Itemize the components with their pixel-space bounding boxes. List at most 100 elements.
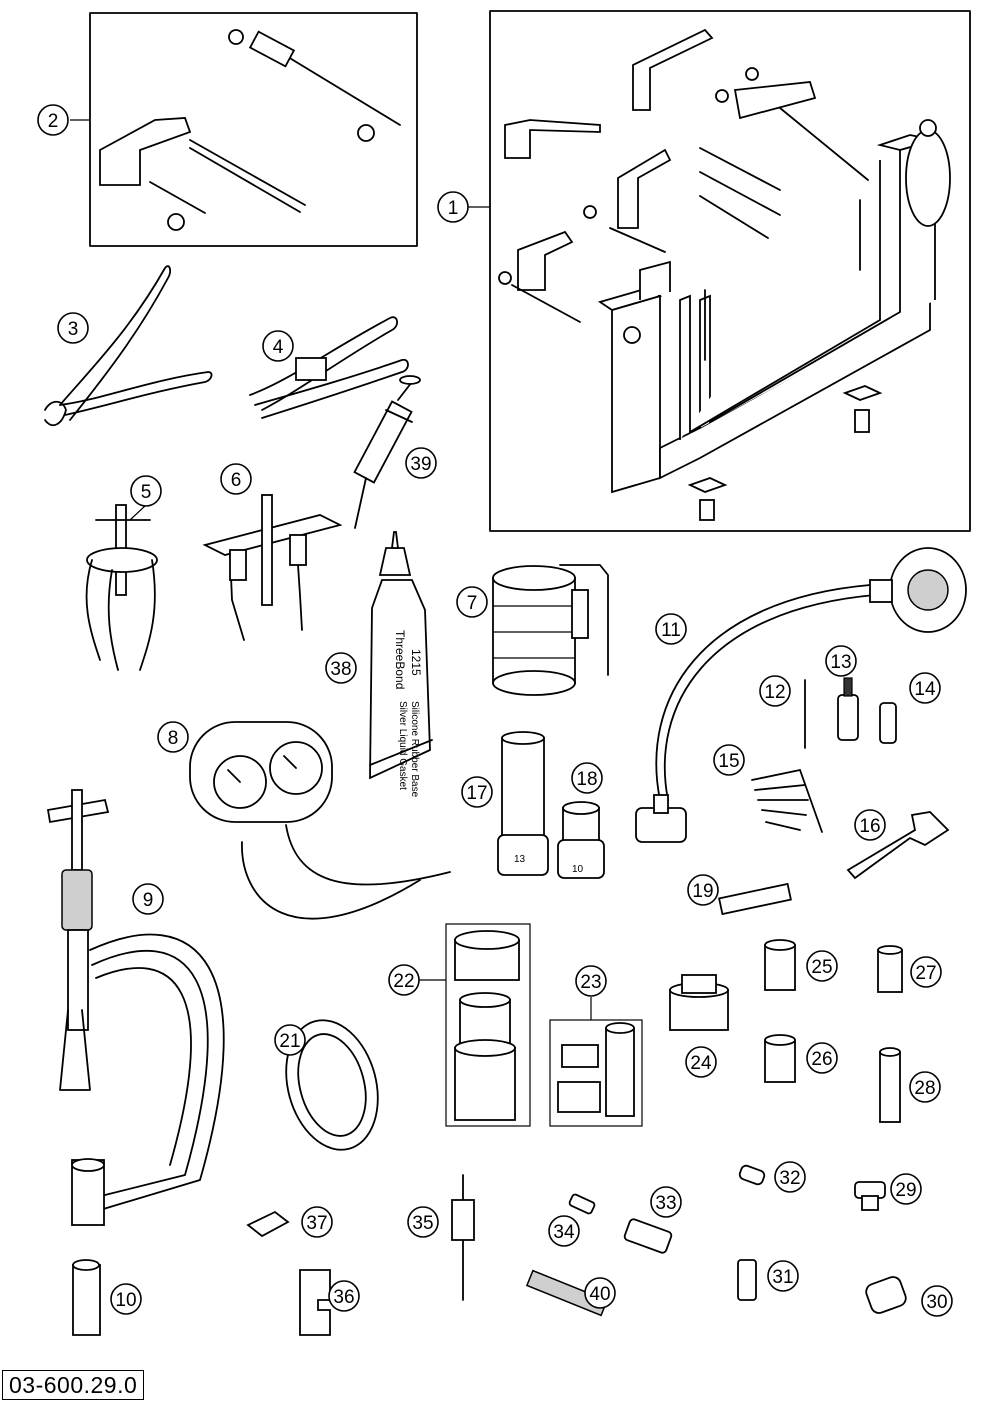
callout-number: 8 — [168, 728, 179, 749]
callout-22: 22 — [388, 964, 420, 996]
tube-code: 1215 — [409, 649, 423, 676]
kit-1-frame — [489, 10, 971, 532]
bushing-kit-23-illustration — [557, 1022, 635, 1117]
drawing-reference-code: 03-600.29.0 — [2, 1370, 145, 1400]
misc-tools-illustration — [72, 1164, 907, 1336]
callout-number: 3 — [68, 319, 79, 340]
callout-number: 40 — [589, 1284, 610, 1305]
callout-19: 19 — [687, 874, 719, 906]
valve-spring-compressor-illustration — [46, 789, 225, 1226]
callout-35: 35 — [407, 1206, 439, 1238]
bracket-kit-illustration — [99, 29, 401, 231]
callout-8: 8 — [157, 721, 189, 753]
kit-2-frame — [89, 12, 418, 247]
callout-30: 30 — [921, 1285, 953, 1317]
callout-circle — [687, 874, 719, 906]
callout-number: 5 — [141, 482, 152, 503]
callout-circle — [130, 475, 162, 507]
callout-circle — [767, 1260, 799, 1292]
callout-25: 25 — [806, 950, 838, 982]
callout-36: 36 — [328, 1280, 360, 1312]
callout-number: 30 — [926, 1292, 947, 1313]
callout-circle — [157, 721, 189, 753]
tube-line-1: Silver Liquid Gasket — [397, 701, 408, 790]
callout-circle — [584, 1277, 616, 1309]
callout-circle — [325, 652, 357, 684]
callout-number: 35 — [412, 1213, 433, 1234]
callout-circle — [262, 330, 294, 362]
callout-number: 11 — [661, 620, 681, 641]
callout-circle — [57, 312, 89, 344]
socket-17-mark: 13 — [514, 854, 526, 865]
callout-circle — [437, 191, 469, 223]
callout-2: 2 — [37, 104, 69, 136]
ring-nut-illustration — [285, 1019, 379, 1151]
callout-number: 36 — [333, 1287, 354, 1308]
callout-29: 29 — [890, 1173, 922, 1205]
callout-number: 37 — [306, 1213, 327, 1234]
callout-circle — [461, 776, 493, 808]
callout-circle — [301, 1206, 333, 1238]
callout-number: 25 — [811, 957, 832, 978]
bushing-kit-22-illustration — [454, 930, 520, 1121]
callout-39: 39 — [405, 447, 437, 479]
callout-circle — [806, 950, 838, 982]
callout-number: 10 — [115, 1290, 136, 1311]
hose-clamp-pliers-illustration — [249, 316, 409, 419]
callout-33: 33 — [650, 1186, 682, 1218]
callout-number: 19 — [692, 881, 713, 902]
callout-34: 34 — [548, 1215, 580, 1247]
callout-circle — [774, 1161, 806, 1193]
callout-circle — [110, 1283, 142, 1315]
two-arm-puller-illustration — [202, 494, 343, 641]
callout-number: 15 — [718, 751, 739, 772]
callout-number: 27 — [915, 963, 936, 984]
callout-number: 29 — [895, 1180, 916, 1201]
callout-circle — [220, 463, 252, 495]
callout-number: 7 — [467, 593, 478, 614]
callout-circle — [132, 883, 164, 915]
callout-number: 24 — [690, 1053, 712, 1074]
callout-9: 9 — [132, 883, 164, 915]
callout-circle — [575, 965, 607, 997]
callout-number: 23 — [580, 972, 601, 993]
callout-circle — [655, 613, 687, 645]
vacuum-gauge-illustration — [189, 721, 451, 920]
callout-circle — [713, 744, 745, 776]
callout-number: 2 — [48, 111, 59, 132]
callout-3: 3 — [57, 312, 89, 344]
dial-gauge-stand-illustration — [635, 547, 967, 843]
callout-circle — [759, 675, 791, 707]
kit-23-frame — [549, 1019, 643, 1127]
callout-number: 38 — [330, 659, 351, 680]
callout-15: 15 — [713, 744, 745, 776]
callout-number: 6 — [231, 470, 242, 491]
callout-circle — [854, 809, 886, 841]
callout-5: 5 — [130, 475, 162, 507]
callout-number: 14 — [914, 679, 936, 700]
callout-10: 10 — [110, 1283, 142, 1315]
circlip-pliers-illustration — [44, 265, 213, 427]
callout-number: 28 — [914, 1078, 935, 1099]
tube-brand: ThreeBond — [393, 630, 407, 689]
callout-18: 18 — [571, 762, 603, 794]
callout-number: 17 — [466, 783, 487, 804]
sealant-tube-illustration — [369, 531, 433, 780]
callout-circle — [328, 1280, 360, 1312]
callout-number: 39 — [410, 454, 431, 475]
engine-stand-illustration — [498, 28, 951, 521]
socket-tools-illustration — [497, 731, 605, 879]
callout-32: 32 — [774, 1161, 806, 1193]
callout-14: 14 — [909, 672, 941, 704]
tube-line-2: Silicone Rubber Base — [409, 701, 420, 798]
callout-circle — [407, 1206, 439, 1238]
callout-number: 33 — [655, 1193, 676, 1214]
callout-1: 1 — [437, 191, 469, 223]
callout-number: 34 — [553, 1222, 575, 1243]
callout-number: 21 — [279, 1031, 300, 1052]
callout-13: 13 — [825, 645, 857, 677]
callout-27: 27 — [910, 956, 942, 988]
callout-26: 26 — [806, 1042, 838, 1074]
callout-37: 37 — [301, 1206, 333, 1238]
